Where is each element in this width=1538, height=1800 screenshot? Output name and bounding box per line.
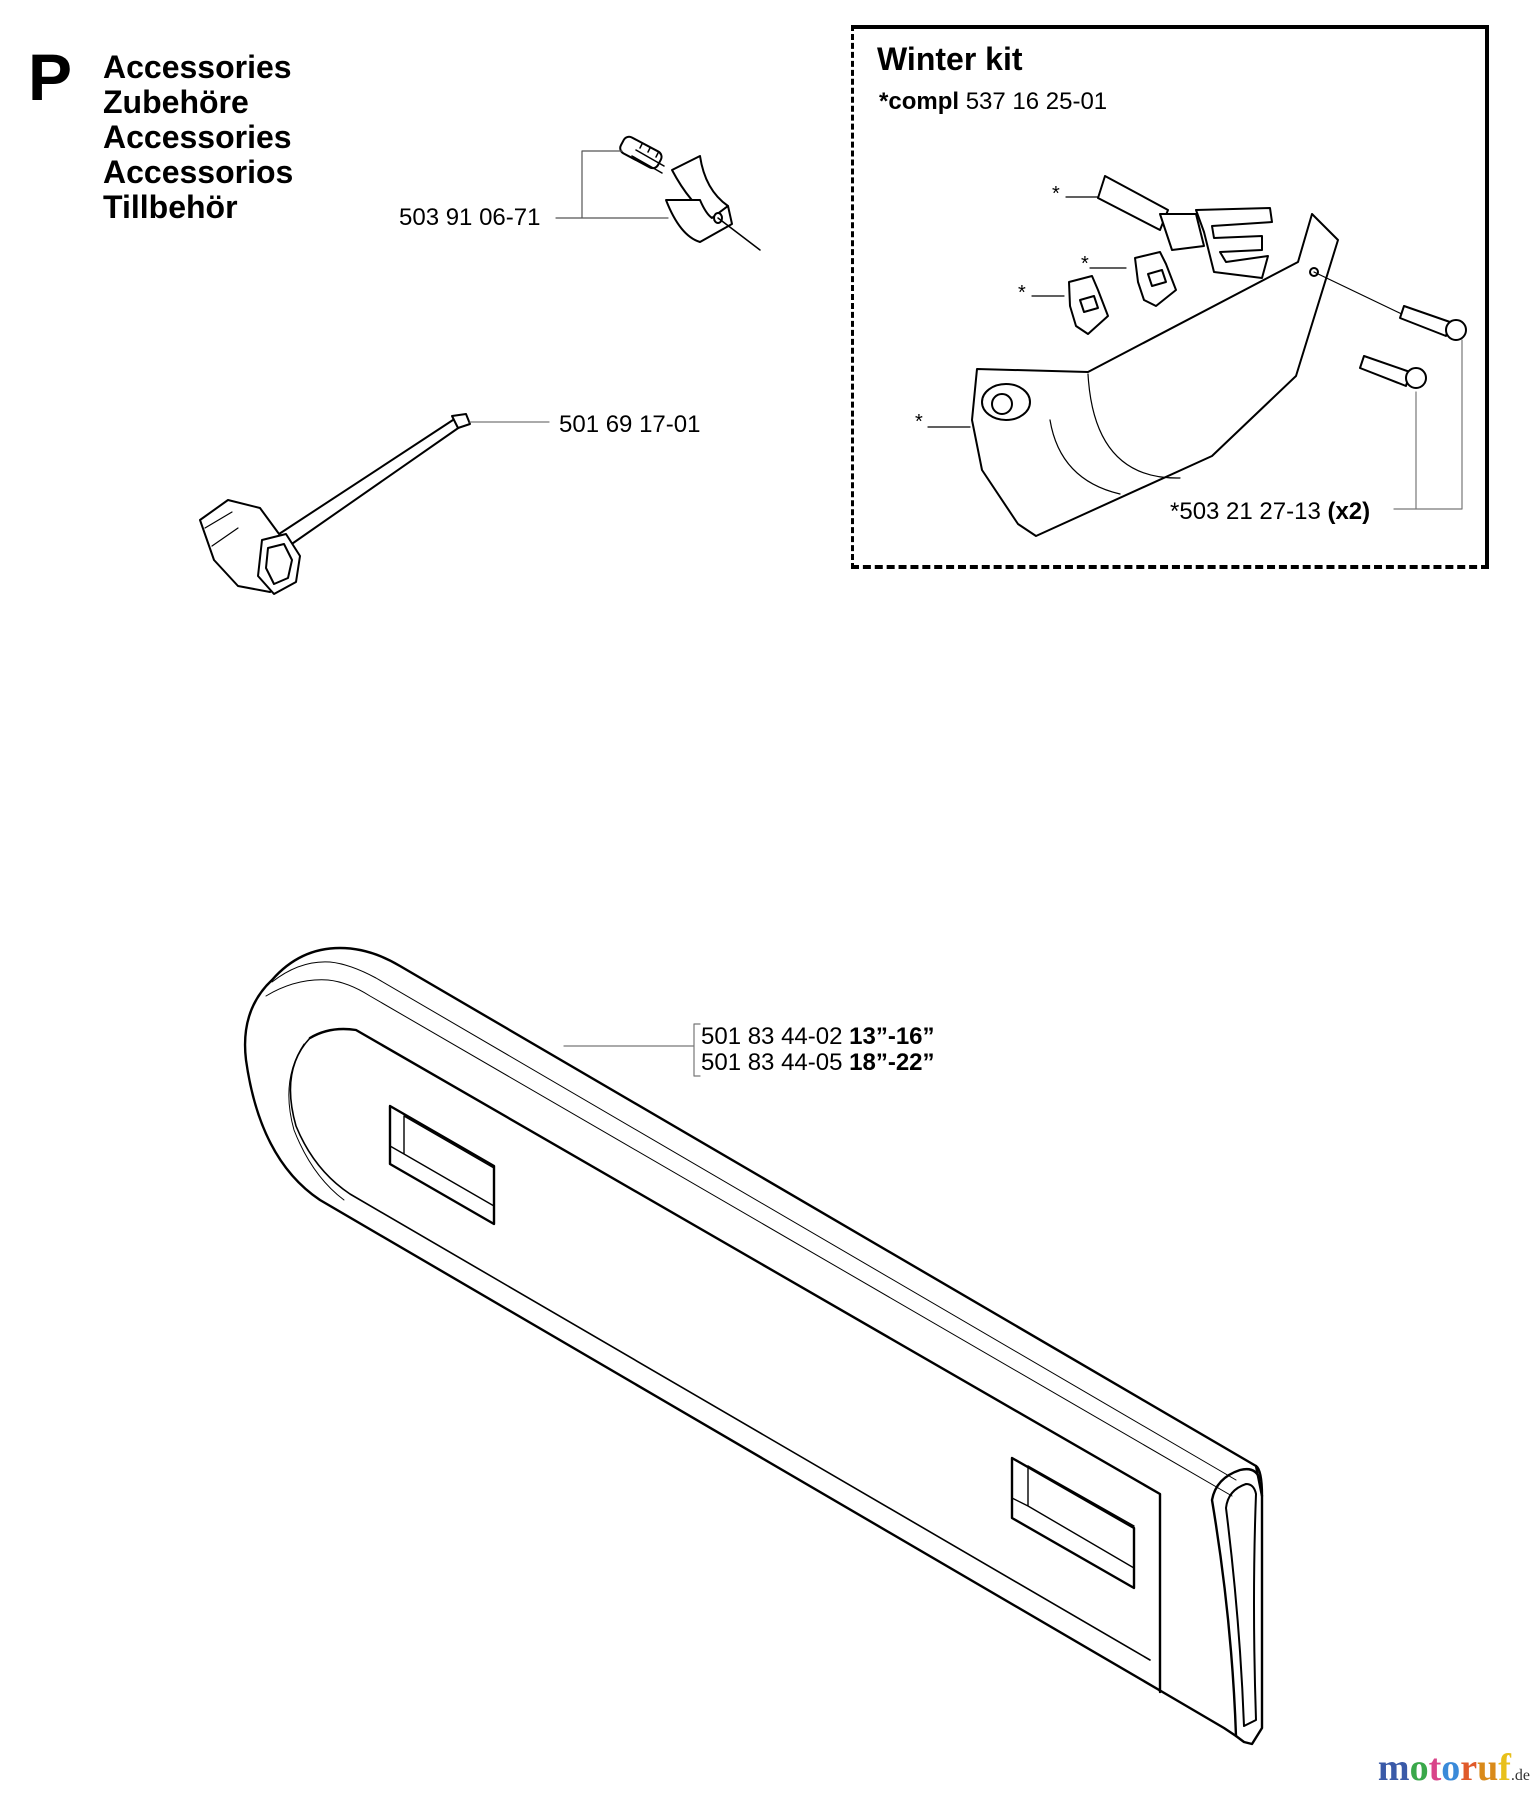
combination-wrench-illustration [199, 413, 471, 595]
title-en: Accessories [103, 49, 292, 85]
winter-kit-screw-qty: (x2) [1327, 498, 1371, 525]
winter-kit-marker-block-1: * [1081, 253, 1089, 275]
title-sv: Tillbehör [103, 189, 238, 225]
watermark-letter: o [1441, 1747, 1461, 1789]
wrench-part-number: 501 69 17-01 [559, 411, 701, 438]
bar-cover-variant-2-number: 501 83 44-05 [701, 1049, 843, 1076]
winter-kit-marker-intake: * [1052, 183, 1060, 205]
bar-cover-variant-1-size: 13”-16” [849, 1023, 935, 1050]
bar-cover-illustration [243, 946, 1264, 1746]
watermark-letter: m [1377, 1747, 1410, 1789]
title-es: Accessorios [103, 154, 294, 190]
section-letter: P [28, 40, 73, 114]
watermark-letter: r [1460, 1747, 1478, 1789]
chain-catcher-part-number: 503 91 06-71 [399, 204, 541, 231]
watermark-letter: o [1409, 1747, 1429, 1789]
title-de: Zubehöre [103, 84, 249, 120]
bar-cover-variant-2: 501 83 44-05 18”-22” [701, 1051, 935, 1075]
bar-cover-variant-2-size: 18”-22” [849, 1049, 935, 1076]
winter-kit-box [851, 25, 1489, 569]
watermark-suffix: .de [1510, 1767, 1530, 1784]
winter-kit-compl-number: 537 16 25-01 [965, 88, 1108, 115]
winter-kit-illustration [927, 175, 1467, 537]
title-fr: Accessories [103, 119, 292, 155]
winter-kit-compl: *compl 537 16 25-01 [879, 88, 1107, 116]
watermark-letter: f [1498, 1747, 1511, 1789]
watermark-letter: t [1428, 1747, 1442, 1789]
winter-kit-title: Winter kit [877, 41, 1023, 77]
winter-kit-screw-label: *503 21 27-13 (x2) [1170, 500, 1370, 524]
bar-cover-variant-1: 501 83 44-02 13”-16” [701, 1025, 935, 1049]
bar-cover-variant-1-number: 501 83 44-02 [701, 1023, 843, 1050]
winter-kit-marker-cover: * [915, 411, 923, 433]
winter-kit-marker-block-2: * [1018, 282, 1026, 304]
section-titles: Accessories Zubehöre Accessories Accesso… [103, 50, 293, 225]
winter-kit-compl-label: *compl [879, 88, 960, 115]
chain-catcher-illustration [619, 135, 761, 251]
watermark-logo: motoruf.de [1378, 1746, 1530, 1790]
winter-kit-screw-number: *503 21 27-13 [1170, 498, 1321, 525]
watermark-letter: u [1477, 1747, 1499, 1789]
